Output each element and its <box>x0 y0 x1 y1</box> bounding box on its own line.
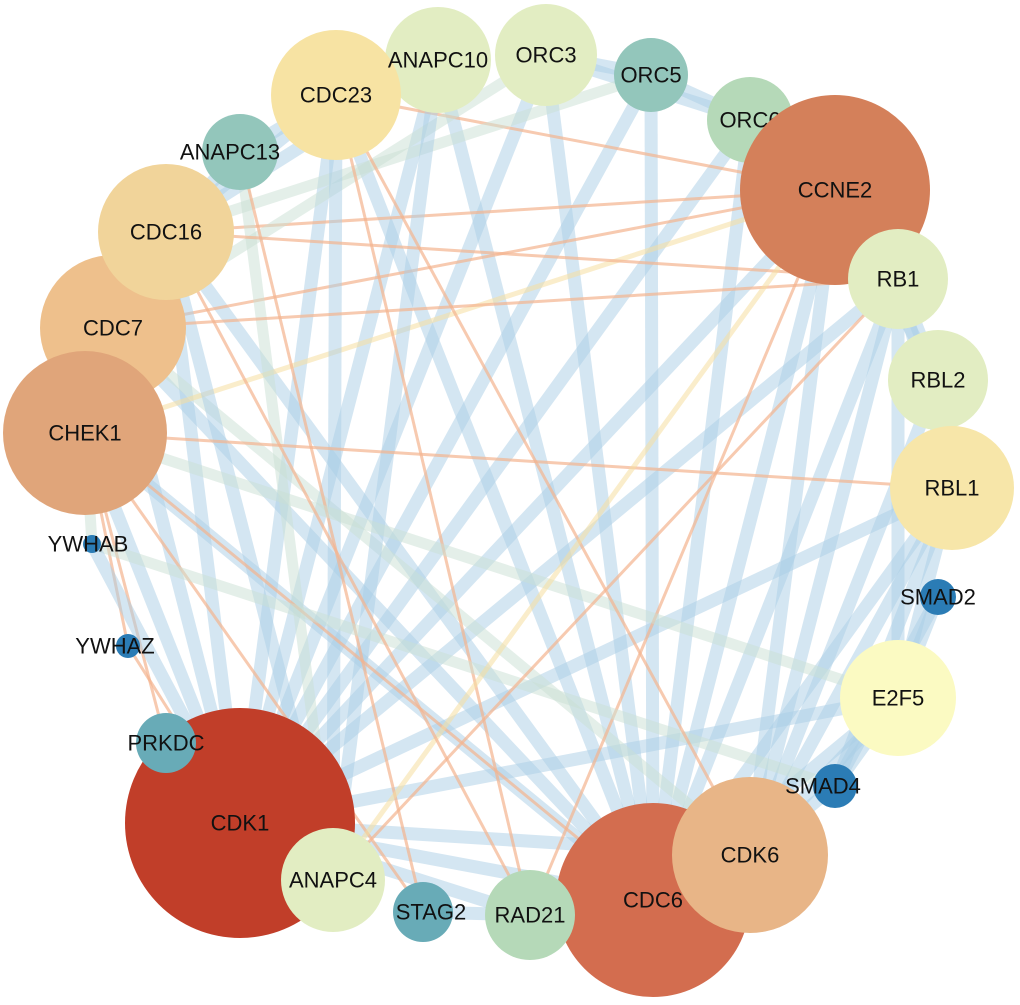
node-label-cdc6: CDC6 <box>623 888 683 913</box>
edge-chek1-cdc6 <box>84 431 654 902</box>
node-anapc4[interactable] <box>281 828 385 932</box>
edge-cdc6-rb1 <box>646 276 905 903</box>
edge-stag2-anapc13 <box>238 151 425 913</box>
edge-chek1-rbl1 <box>84 431 953 490</box>
node-label-anapc13: ANAPC13 <box>180 140 280 165</box>
node-ywhab[interactable] <box>83 535 101 553</box>
edge-rad21-ccne2 <box>528 189 837 916</box>
node-label-anapc4: ANAPC4 <box>289 868 377 893</box>
edge-cdc6-cdc16 <box>160 228 659 904</box>
node-label-smad2: SMAD2 <box>900 585 976 610</box>
node-anapc10[interactable] <box>385 7 491 113</box>
edge-smad4-ywhab <box>90 538 837 792</box>
edge-cdc23-cdk6 <box>334 94 752 856</box>
node-label-orc5: ORC5 <box>620 63 681 88</box>
edge-cdc6-ccne2 <box>646 188 842 902</box>
edge-cdc6-cdc7 <box>108 323 658 905</box>
node-label-ywhaz: YWHAZ <box>75 634 154 659</box>
node-cdc16[interactable] <box>98 164 234 300</box>
node-rbl2[interactable] <box>888 330 988 430</box>
node-chek1[interactable] <box>3 351 167 515</box>
node-label-cdk1: CDK1 <box>211 811 270 836</box>
node-cdc23[interactable] <box>271 30 401 160</box>
edge-cdc6-orc5 <box>644 74 660 901</box>
edge-rad21-cdc23 <box>334 94 532 916</box>
edge-ccne2-cdc7 <box>112 188 836 330</box>
edge-anapc4-anapc10 <box>326 59 445 881</box>
node-orc5[interactable] <box>614 38 688 112</box>
node-label-rbl2: RBL2 <box>910 368 965 393</box>
node-anapc13[interactable] <box>202 114 278 190</box>
node-label-cdc7: CDC7 <box>83 316 143 341</box>
edge-e2f5-chek1 <box>83 427 900 704</box>
node-label-rb1: RB1 <box>877 267 920 292</box>
edge-anapc4-rb1 <box>331 277 900 882</box>
node-e2f5[interactable] <box>840 640 956 756</box>
node-label-rbl1: RBL1 <box>924 476 979 501</box>
node-label-orc3: ORC3 <box>515 43 576 68</box>
label-layer: ANAPC10 ORC3ORC5CCNE2RB1RBL2RBL1SMAD2E2F5… <box>48 43 980 928</box>
edge-cdk6-ccne2 <box>743 189 842 856</box>
node-label-stag2: STAG2 <box>396 900 467 925</box>
node-cdk6[interactable] <box>672 777 828 933</box>
node-ywhaz[interactable] <box>116 634 140 658</box>
node-orc3[interactable] <box>495 4 597 106</box>
node-rbl1[interactable] <box>890 426 1014 550</box>
node-prkdc[interactable] <box>136 713 196 773</box>
node-label-smad4: SMAD4 <box>785 774 861 799</box>
node-layer: ORC6 <box>3 4 1014 997</box>
node-label-ywhab: YWHAB <box>48 532 129 557</box>
edge-cdk1-orc6 <box>234 116 756 827</box>
node-label-cdc23: CDC23 <box>300 83 372 108</box>
edge-cdc16-rad21 <box>164 231 532 916</box>
edge-anapc4-ccne2 <box>330 188 838 882</box>
node-label-cdk6: CDK6 <box>721 843 780 868</box>
edge-cdk6-rb1 <box>743 277 905 857</box>
node-rad21[interactable] <box>485 870 575 960</box>
node-rb1[interactable] <box>848 229 948 329</box>
node-label-e2f5: E2F5 <box>872 686 925 711</box>
node-stag2[interactable] <box>393 882 453 942</box>
node-label-rad21: RAD21 <box>495 903 566 928</box>
node-label-cdc16: CDC16 <box>130 220 202 245</box>
node-label-anapc10: ANAPC10 <box>388 48 488 73</box>
node-smad2[interactable] <box>920 579 956 615</box>
node-label-prkdc: PRKDC <box>127 731 204 756</box>
edge-cdc6-cdc23 <box>329 92 660 903</box>
edge-anapc4-cdc23 <box>326 94 343 881</box>
node-label-chek1: CHEK1 <box>48 421 121 446</box>
node-label-ccne2: CCNE2 <box>798 178 873 203</box>
node-smad4[interactable] <box>813 764 857 808</box>
